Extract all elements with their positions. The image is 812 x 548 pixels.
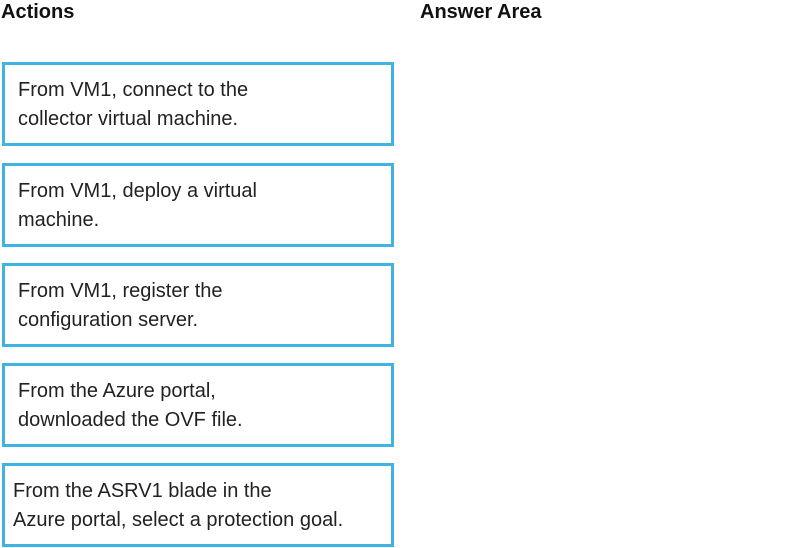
answer-area-dropzone[interactable]	[420, 60, 810, 548]
action-card-text: From the Azure portal,downloaded the OVF…	[18, 380, 243, 431]
actions-heading: Actions	[1, 1, 75, 23]
answer-area-heading: Answer Area	[420, 1, 542, 23]
action-card-download-ovf[interactable]: From the Azure portal,downloaded the OVF…	[2, 363, 394, 447]
